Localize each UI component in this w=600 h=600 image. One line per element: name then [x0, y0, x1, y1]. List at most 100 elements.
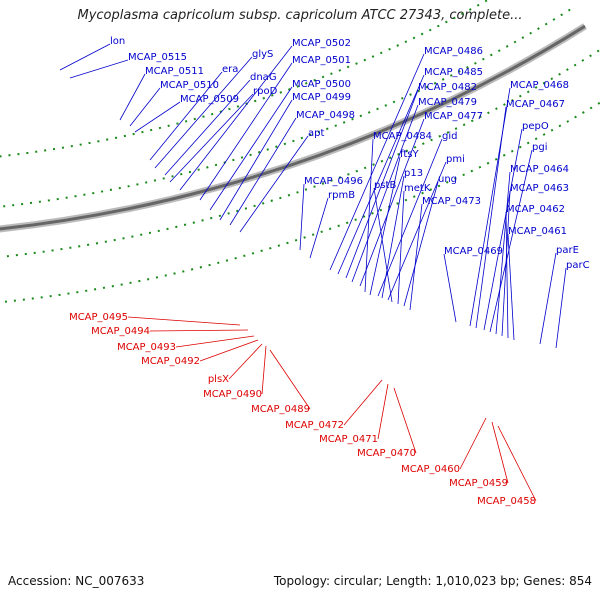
- backbone-group: [0, 23, 587, 233]
- leader-line: [199, 62, 293, 201]
- gene-label: MCAP_0496: [304, 176, 363, 187]
- leader-line: [443, 253, 457, 323]
- map-title: Mycoplasma capricolum subsp. capricolum …: [77, 8, 523, 23]
- gene-label: MCAP_0459: [449, 478, 508, 489]
- gene-label: MCAP_0470: [357, 448, 416, 459]
- leader-line: [175, 335, 255, 348]
- leader-line: [309, 197, 329, 259]
- gene-label: MCAP_0472: [285, 420, 344, 431]
- leader-line: [369, 156, 401, 296]
- leader-line: [134, 101, 181, 133]
- gene-label: dnaG: [250, 72, 277, 83]
- leader-line: [239, 135, 309, 233]
- gene-label: pmi: [446, 154, 465, 165]
- leader-line: [397, 190, 405, 305]
- gene-label: MCAP_0469: [444, 246, 503, 257]
- gene-label: apt: [308, 128, 324, 139]
- leader-line: [373, 187, 393, 303]
- gene-label: MCAP_0484: [373, 131, 432, 142]
- gene-label: MCAP_0502: [292, 38, 351, 49]
- gene-label: rpoD: [253, 86, 278, 97]
- gene-label: lon: [110, 36, 125, 47]
- gene-label: MCAP_0492: [141, 356, 200, 367]
- gene-label: pstB: [374, 180, 396, 191]
- leader-line: [393, 387, 417, 454]
- gene-label: MCAP_0485: [424, 67, 483, 78]
- leader-line: [539, 252, 557, 345]
- gene-label: MCAP_0498: [296, 110, 355, 121]
- leader-line: [119, 73, 146, 121]
- leader-line: [127, 316, 241, 326]
- leader-line: [377, 138, 443, 297]
- gene-label: metK: [404, 183, 431, 194]
- gene-label: gid: [442, 131, 457, 142]
- gene-label: pepO: [522, 121, 549, 132]
- gene-label: MCAP_0479: [418, 97, 477, 108]
- gene-label: ung: [438, 174, 457, 185]
- leader-line: [387, 161, 447, 301]
- leader-line: [199, 339, 259, 362]
- leader-line: [555, 267, 567, 349]
- gene-label: MCAP_0462: [506, 204, 565, 215]
- accession-text: Accession: NC_007633: [8, 574, 145, 588]
- leader-line: [59, 43, 111, 71]
- gene-labels: lonMCAP_0515MCAP_0511MCAP_0510MCAP_0509e…: [69, 36, 590, 507]
- gene-label: glyS: [252, 49, 273, 60]
- gene-label: MCAP_0461: [508, 226, 567, 237]
- gene-label: MCAP_0463: [510, 183, 569, 194]
- gene-label: MCAP_0473: [422, 196, 481, 207]
- leader-line: [337, 74, 425, 275]
- gene-label: MCAP_0482: [418, 82, 477, 93]
- gene-label: MCAP_0489: [251, 404, 310, 415]
- leader-line: [154, 56, 253, 169]
- leader-line: [495, 171, 511, 335]
- leader-line: [364, 138, 374, 293]
- leader-line: [483, 128, 523, 331]
- leader-line: [377, 383, 389, 440]
- gene-label: MCAP_0499: [292, 92, 351, 103]
- leader-line: [489, 149, 533, 333]
- leader-line: [209, 86, 293, 211]
- leader-line: [409, 203, 423, 311]
- leader-line: [164, 79, 251, 176]
- gene-label: MCAP_0471: [319, 434, 378, 445]
- gene-label: MCAP_0460: [401, 464, 460, 475]
- gene-label: MCAP_0477: [424, 111, 483, 122]
- gene-label: rpmB: [328, 190, 355, 201]
- gene-label: MCAP_0493: [117, 342, 176, 353]
- leader-line: [329, 53, 425, 271]
- backbone-ring: [0, 24, 586, 231]
- leader-line: [505, 211, 509, 339]
- gene-label: MCAP_0490: [203, 389, 262, 400]
- guide-ring-1: [0, 6, 574, 208]
- leader-line: [497, 425, 537, 502]
- guide-ring-3: [0, 101, 600, 304]
- gene-label: MCAP_0500: [292, 79, 351, 90]
- gene-label: parE: [556, 245, 579, 256]
- gene-label: MCAP_0458: [477, 496, 536, 507]
- leader-line: [219, 99, 293, 221]
- genome-summary-text: Topology: circular; Length: 1,010,023 bp…: [273, 574, 592, 588]
- gene-label: MCAP_0509: [180, 94, 239, 105]
- gene-label: pgi: [532, 142, 547, 153]
- gene-label: MCAP_0495: [69, 312, 128, 323]
- gene-label: p13: [404, 168, 423, 179]
- gene-label: parC: [566, 260, 590, 271]
- leader-line: [351, 104, 419, 283]
- leader-line: [459, 417, 487, 470]
- leader-line: [149, 329, 249, 332]
- leader-line: [179, 45, 293, 191]
- gene-label: MCAP_0510: [160, 80, 219, 91]
- gene-label: MCAP_0468: [510, 80, 569, 91]
- label-leader-lines: [59, 43, 567, 502]
- leader-line: [229, 117, 297, 226]
- gene-label: MCAP_0486: [424, 46, 483, 57]
- gene-label: MCAP_0501: [292, 55, 351, 66]
- leader-line: [69, 59, 129, 79]
- leader-line: [491, 421, 509, 484]
- guide-ring-2: [0, 49, 600, 258]
- leader-line: [269, 349, 311, 410]
- gene-label: MCAP_0515: [128, 52, 187, 63]
